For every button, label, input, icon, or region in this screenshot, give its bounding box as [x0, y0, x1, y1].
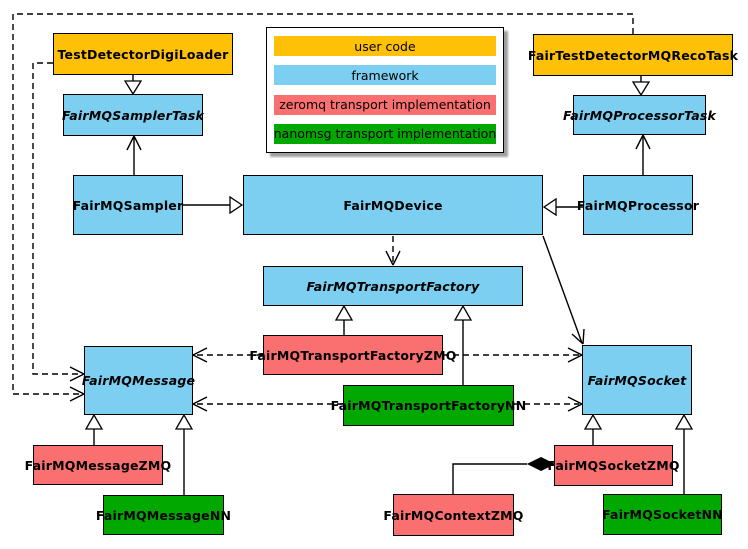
edge-dependency-tfzmq-socket [443, 347, 583, 363]
node-fairmqsocketzmq: FairMQSocketZMQ [547, 445, 679, 486]
edge-dependency-recotask-message [12, 13, 634, 402]
edge-inherit-sampler-device [183, 195, 244, 215]
legend-item-zeromq: zeromq transport implementation [274, 94, 496, 115]
edge-inherit-socketnn-socket [674, 413, 694, 494]
legend-box: user code framework zeromq transport imp… [266, 27, 504, 153]
edge-assoc-device-socket [542, 235, 585, 345]
node-fairmqtransportfactory: FairMQTransportFactory [263, 266, 523, 306]
node-fairmqmessagezmq: FairMQMessageZMQ [25, 445, 171, 485]
node-fairmqsocket: FairMQSocket [582, 345, 692, 415]
node-fairmqsamplertask: FairMQSamplerTask [62, 94, 204, 136]
edge-inherit-socketzmq-socket [583, 413, 603, 445]
edge-composition-socketzmq-contextzmq [452, 456, 556, 494]
node-testdetectordigiloader: TestDetectorDigiLoader [53, 33, 233, 75]
edge-dependency-tfzmq-message [192, 347, 263, 363]
edge-assoc-processor-processortask [635, 134, 651, 175]
legend-item-nanomsg: nanomsg transport implementation [274, 123, 496, 144]
edge-assoc-sampler-samplertask [126, 135, 142, 175]
edge-inherit-messagezmq-message [84, 413, 104, 445]
node-fairmqmessage: FairMQMessage [82, 346, 195, 415]
node-fairtestdetectormqrecotask: FairTestDetectorMQRecoTask [528, 34, 738, 76]
legend-item-user-code: user code [274, 36, 496, 56]
node-fairmqsocketnn: FairMQSocketNN [602, 494, 723, 535]
edge-dependency-tfnn-socket [514, 396, 583, 412]
edge-inherit-tfnn-transportfactory [453, 304, 473, 385]
edge-dependency-digiloader-message [32, 62, 85, 382]
edge-dependency-device-transportfactory [385, 236, 401, 266]
edge-dependency-tfnn-message [192, 396, 343, 412]
node-fairmqcontextzmq: FairMQContextZMQ [383, 494, 523, 536]
node-fairmqprocessortask: FairMQProcessorTask [563, 95, 716, 135]
edge-inherit-digiloader-samplertask [123, 75, 143, 96]
edge-inherit-recotask-processortask [631, 76, 651, 97]
edge-inherit-messagenn-message [174, 413, 194, 495]
node-fairmqprocessor: FairMQProcessor [577, 175, 699, 235]
node-fairmqmessagenn: FairMQMessageNN [96, 495, 231, 535]
legend-item-framework: framework [274, 65, 496, 86]
edge-inherit-tfzmq-transportfactory [334, 304, 354, 335]
node-fairmqtransportfactoryzmq: FairMQTransportFactoryZMQ [249, 335, 456, 375]
node-fairmqsampler: FairMQSampler [73, 175, 183, 235]
node-fairmqtransportfactorynn: FairMQTransportFactoryNN [331, 385, 526, 426]
node-fairmqdevice: FairMQDevice [243, 175, 543, 235]
edge-inherit-processor-device [542, 197, 583, 217]
